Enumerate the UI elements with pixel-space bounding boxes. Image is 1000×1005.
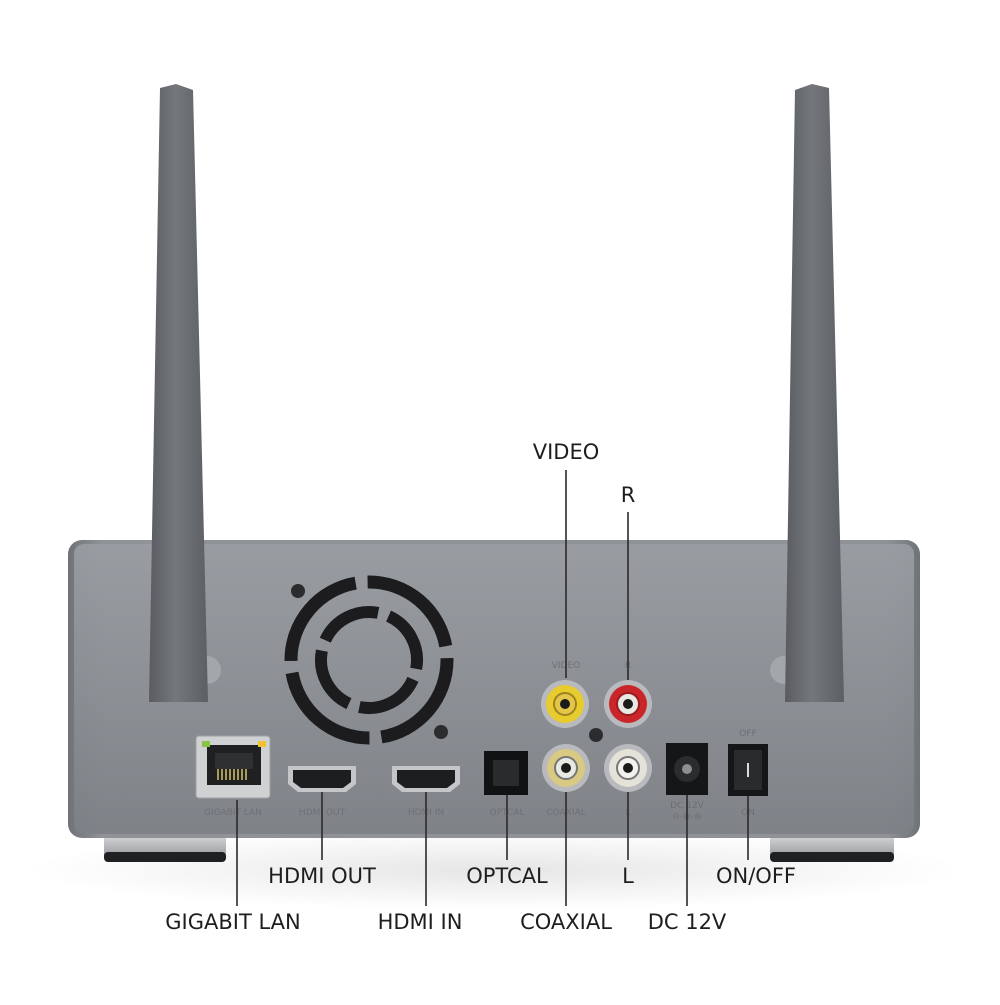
- callout-gigabit-lan: GIGABIT LAN: [165, 910, 301, 934]
- right-antenna: [785, 84, 844, 702]
- left-antenna: [149, 84, 208, 702]
- gigabit-lan-port: [195, 735, 271, 799]
- callout-hdmi-out: HDMI OUT: [268, 864, 376, 888]
- left-foot: [104, 834, 226, 862]
- dc-12v-jack: [666, 743, 708, 795]
- optical-port: [484, 751, 528, 795]
- callout-dc: DC 12V: [647, 910, 727, 934]
- ground-shadow: [25, 830, 965, 910]
- callout-optical: OPTCAL: [466, 864, 548, 888]
- right-foot: [770, 834, 894, 862]
- callout-lines: [236, 470, 749, 906]
- screw: [291, 584, 305, 598]
- callout-left: L: [622, 864, 634, 888]
- fan-vent: [284, 575, 454, 745]
- video-rca-port: [541, 680, 589, 728]
- callout-right: R: [620, 483, 636, 507]
- screw: [434, 725, 448, 739]
- right-audio-rca-port: [604, 680, 652, 728]
- callout-hdmi-in: HDMI IN: [377, 910, 463, 934]
- panel-label-switch-off: OFF: [739, 729, 756, 739]
- callout-video: VIDEO: [532, 440, 600, 464]
- coaxial-rca-port: [542, 744, 590, 792]
- left-audio-rca-port: [604, 744, 652, 792]
- screw: [589, 728, 603, 742]
- hdmi-in-port: [392, 766, 460, 792]
- hdmi-out-port: [288, 766, 356, 792]
- panel-label-lan: GIGABIT LAN: [204, 808, 262, 818]
- callout-coaxial: COAXIAL: [520, 910, 612, 934]
- power-switch: [728, 744, 768, 796]
- callout-power: ON/OFF: [715, 864, 797, 888]
